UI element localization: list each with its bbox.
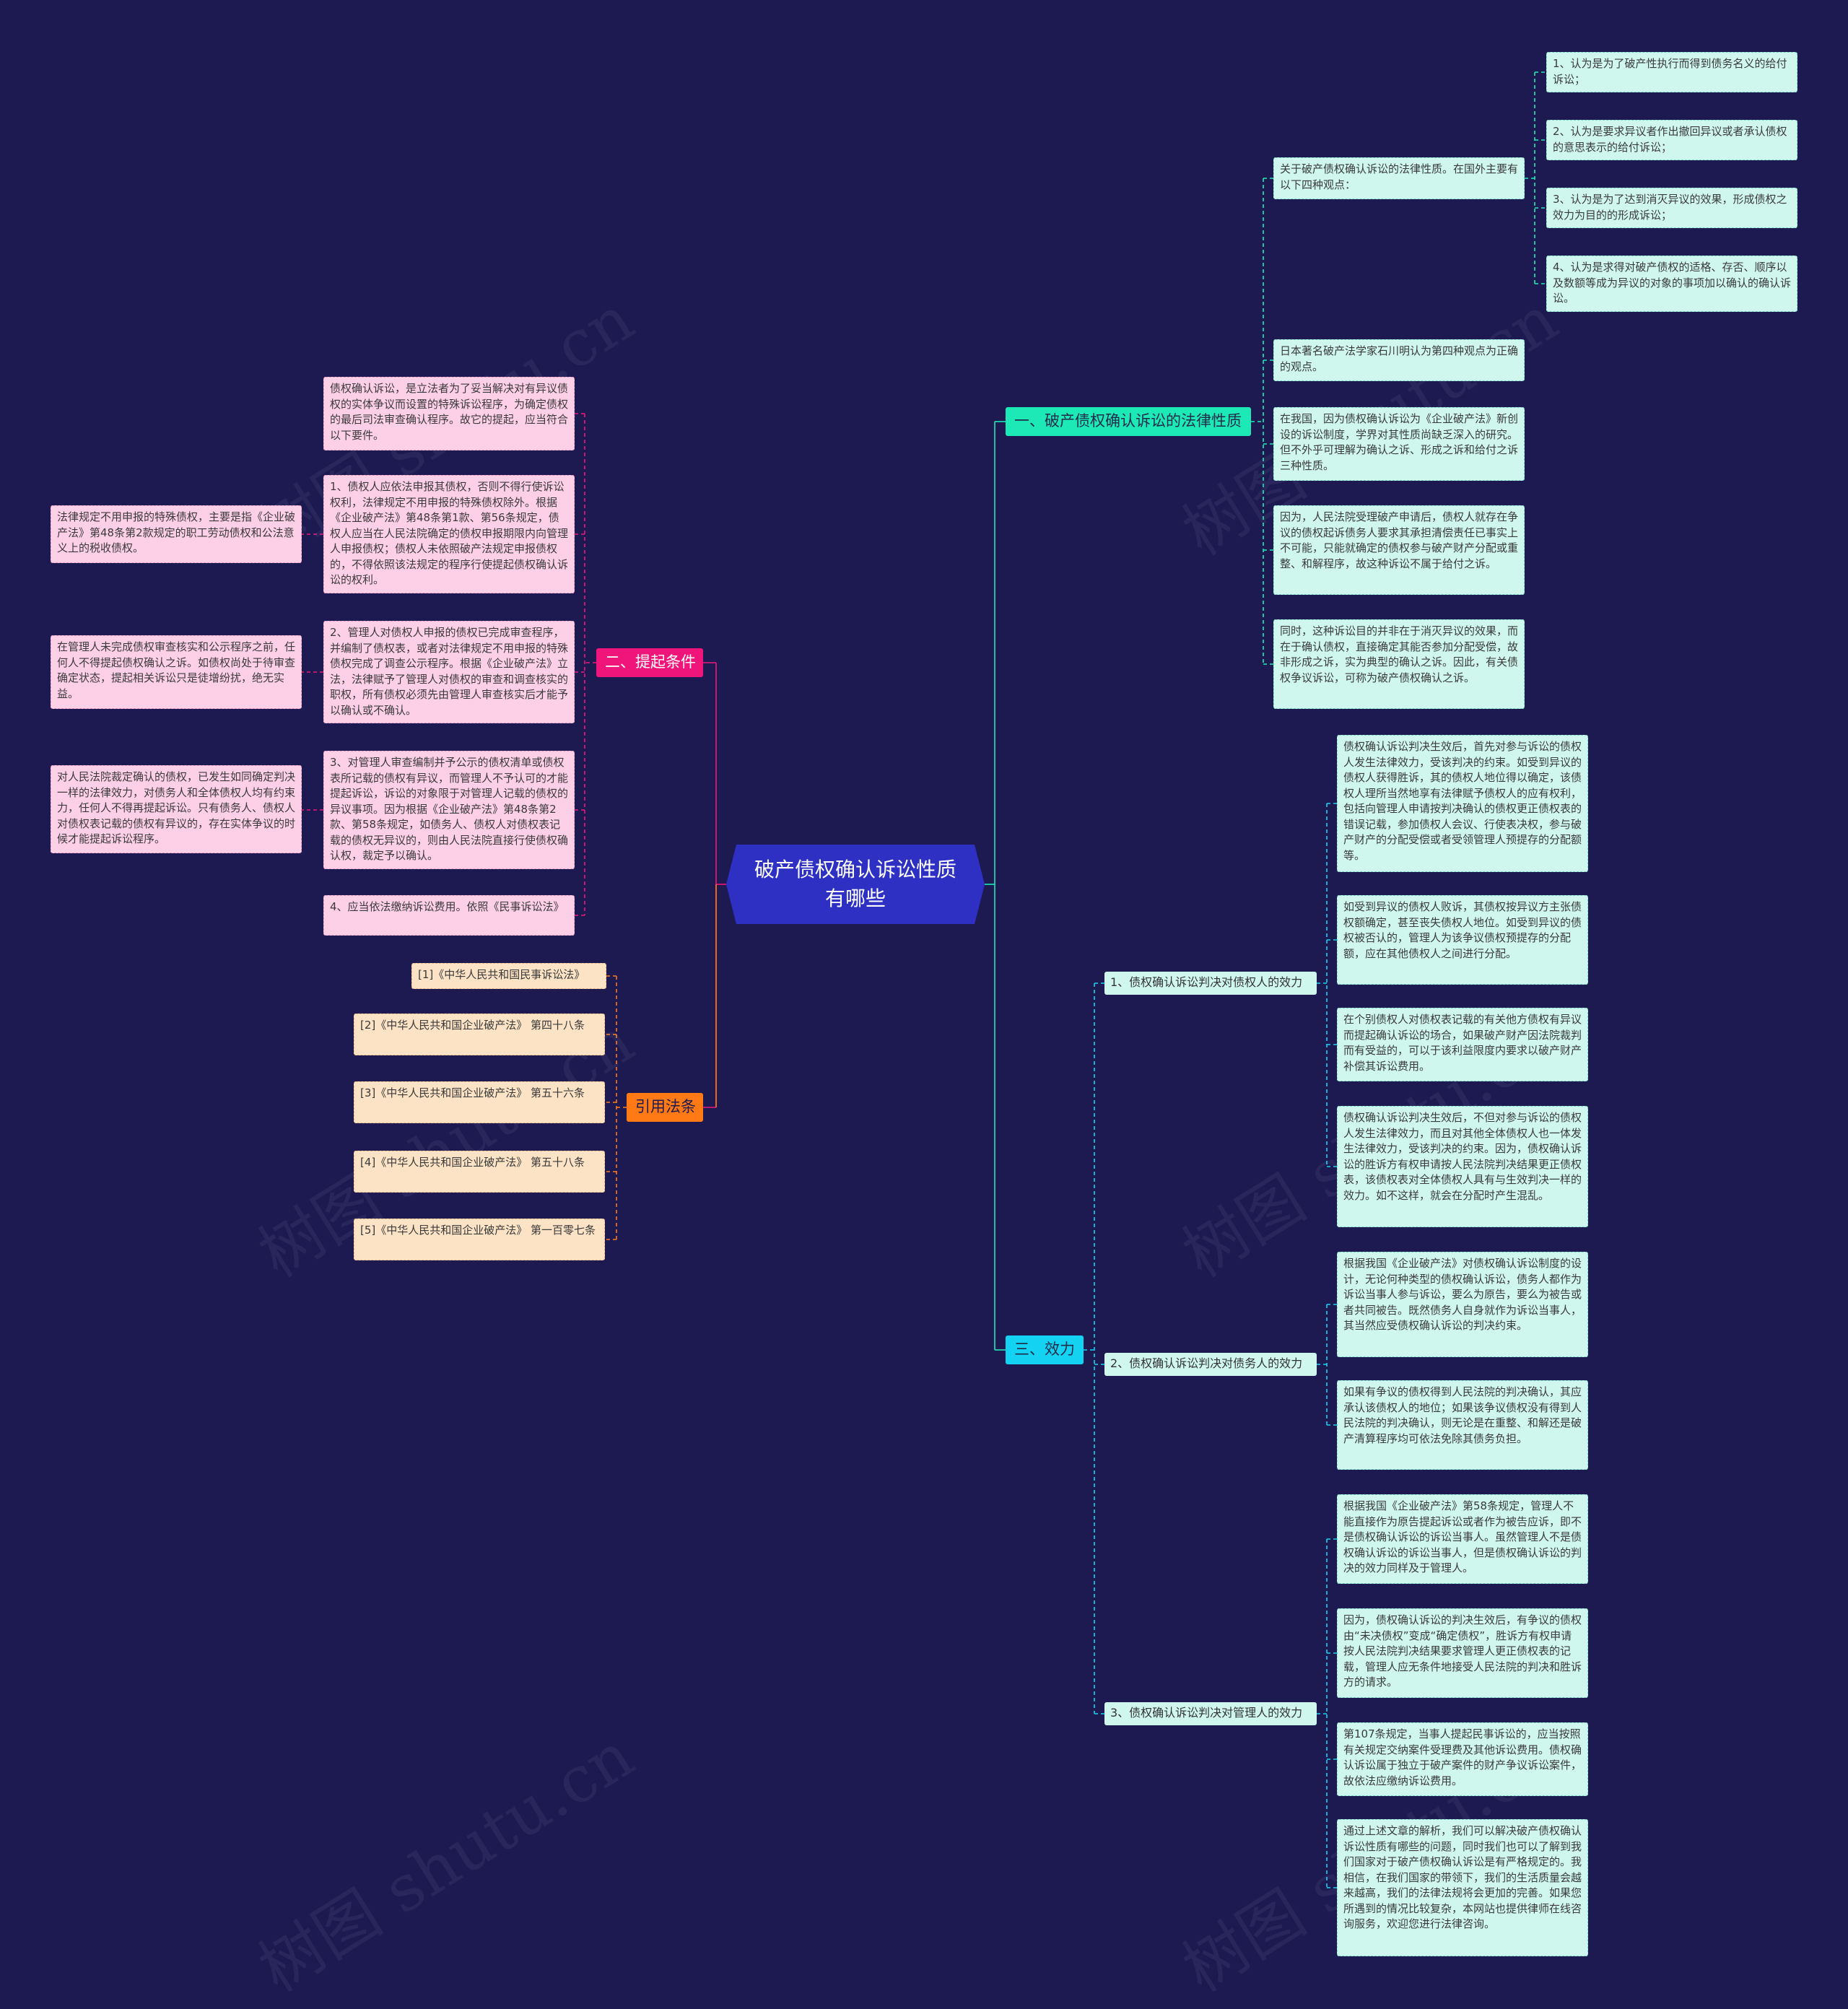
effect-group-debtor[interactable]: 2、债权确认诉讼判决对债务人的效力 [1104, 1353, 1317, 1376]
branch-effect[interactable]: 三、效力 [1006, 1335, 1084, 1364]
branch-nature[interactable]: 一、破产债权确认诉讼的法律性质 [1006, 407, 1251, 436]
root-topic[interactable]: 破产债权确认诉讼性质有哪些 [726, 845, 985, 924]
effect-group-administrator[interactable]: 3、债权确认诉讼判决对管理人的效力 [1104, 1702, 1317, 1725]
branch-laws[interactable]: 引用法条 [627, 1093, 703, 1122]
conditions-side-note-3[interactable]: 对人民法院裁定确认的债权，已发生如同确定判决一样的法律效力，对债务人和全体债权人… [51, 765, 302, 853]
effect-admin-item-2[interactable]: 因为，债权确认诉讼的判决生效后，有争议的债权由“未决债权”变成“确定债权”，胜诉… [1337, 1608, 1588, 1698]
effect-creditor-item-1[interactable]: 债权确认诉讼判决生效后，首先对参与诉讼的债权人发生法律效力，受该判决的约束。如受… [1337, 735, 1588, 872]
law-item-2[interactable]: [2]《中华人民共和国企业破产法》 第四十八条 [354, 1014, 605, 1055]
nature-note-1[interactable]: 日本著名破产法学家石川明认为第四种观点为正确的观点。 [1273, 339, 1525, 381]
law-item-3[interactable]: [3]《中华人民共和国企业破产法》 第五十六条 [354, 1081, 605, 1123]
nature-view-4[interactable]: 4、认为是求得对破产债权的适格、存否、顺序以及数额等成为异议的对象的事项加以确认… [1546, 256, 1797, 312]
branch-conditions[interactable]: 二、提起条件 [596, 648, 703, 677]
effect-creditor-item-2[interactable]: 如受到异议的债权人败诉，其债权按异议方主张债权额确定，甚至丧失债权人地位。如受到… [1337, 895, 1588, 985]
nature-view-3[interactable]: 3、认为是为了达到消灭异议的效果，形成债权之效力为目的的形成诉讼； [1546, 188, 1797, 228]
nature-note-3[interactable]: 因为，人民法院受理破产申请后，债权人就存在争议的债权起诉债务人要求其承担清偿责任… [1273, 505, 1525, 595]
effect-admin-item-4[interactable]: 通过上述文章的解析，我们可以解决破产债权确认诉讼性质有哪些的问题，同时我们也可以… [1337, 1819, 1588, 1956]
conditions-side-note-2[interactable]: 在管理人未完成债权审查核实和公示程序之前，任何人不得提起债权确认之诉。如债权尚处… [51, 635, 302, 709]
root-title: 破产债权确认诉讼性质有哪些 [754, 858, 956, 910]
law-item-1[interactable]: [1]《中华人民共和国民事诉讼法》 [411, 963, 606, 989]
nature-note-4[interactable]: 同时，这种诉讼目的并非在于消灭异议的效果，而在于确认债权，直接确定其能否参加分配… [1273, 619, 1525, 709]
nature-note-2[interactable]: 在我国，因为债权确认诉讼为《企业破产法》新创设的诉讼制度，学界对其性质尚缺乏深入… [1273, 407, 1525, 481]
law-item-5[interactable]: [5]《中华人民共和国企业破产法》 第一百零七条 [354, 1219, 605, 1260]
effect-admin-item-1[interactable]: 根据我国《企业破产法》第58条规定，管理人不能直接作为原告提起诉讼或者作为被告应… [1337, 1494, 1588, 1584]
nature-view-2[interactable]: 2、认为是要求异议者作出撤回异议或者承认债权的意思表示的给付诉讼； [1546, 120, 1797, 160]
effect-creditor-item-3[interactable]: 在个别债权人对债权表记载的有关他方债权有异议而提起确认诉讼的场合，如果破产财产因… [1337, 1008, 1588, 1081]
effect-debtor-item-1[interactable]: 根据我国《企业破产法》对债权确认诉讼制度的设计，无论何种类型的债权确认诉讼，债务… [1337, 1252, 1588, 1357]
nature-view-1[interactable]: 1、认为是为了破产性执行而得到债务名义的给付诉讼； [1546, 52, 1797, 92]
conditions-item-1[interactable]: 1、债权人应依法申报其债权，否则不得行使诉讼权利，法律规定不用申报的特殊债权除外… [323, 475, 575, 593]
effect-debtor-item-2[interactable]: 如果有争议的债权得到人民法院的判决确认，其应承认该债权人的地位；如果该争议债权没… [1337, 1380, 1588, 1470]
effect-admin-item-3[interactable]: 第107条规定，当事人提起民事诉讼的，应当按照有关规定交纳案件受理费及其他诉讼费… [1337, 1722, 1588, 1796]
conditions-item-0[interactable]: 债权确认诉讼，是立法者为了妥当解决对有异议债权的实体争议而设置的特殊诉讼程序，为… [323, 377, 575, 450]
conditions-item-3[interactable]: 3、对管理人审查编制并予公示的债权清单或债权表所记载的债权有异议，而管理人不予认… [323, 751, 575, 869]
conditions-item-4[interactable]: 4、应当依法缴纳诉讼费用。依照《民事诉讼法》 [323, 895, 575, 936]
nature-intro[interactable]: 关于破产债权确认诉讼的法律性质。在国外主要有以下四种观点： [1273, 157, 1525, 199]
effect-creditor-item-4[interactable]: 债权确认诉讼判决生效后，不但对参与诉讼的债权人发生法律效力，而且对其他全体债权人… [1337, 1106, 1588, 1227]
conditions-side-note-1[interactable]: 法律规定不用申报的特殊债权，主要是指《企业破产法》第48条第2款规定的职工劳动债… [51, 505, 302, 563]
conditions-item-2[interactable]: 2、管理人对债权人申报的债权已完成审查程序，并编制了债权表，或者对法律规定不用申… [323, 621, 575, 723]
law-item-4[interactable]: [4]《中华人民共和国企业破产法》 第五十八条 [354, 1151, 605, 1193]
effect-group-creditor[interactable]: 1、债权确认诉讼判决对债权人的效力 [1104, 972, 1317, 995]
